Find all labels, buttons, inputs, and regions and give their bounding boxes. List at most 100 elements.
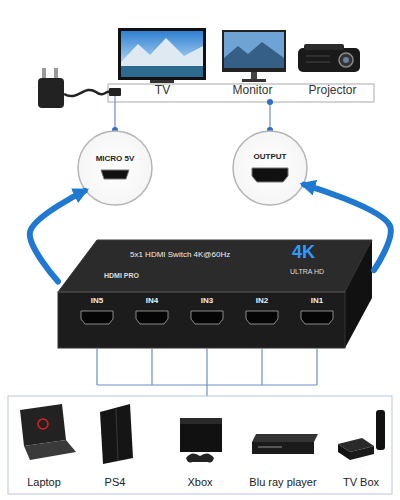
node-label: Xbox xyxy=(165,476,235,489)
hdmi-input-ports-part xyxy=(301,311,333,324)
node-label: ULTRA HD xyxy=(290,268,350,276)
tvbox-illustration xyxy=(338,410,385,460)
display-band-part xyxy=(108,84,374,102)
source-device: Laptop xyxy=(8,400,80,492)
tvbox-illustration-part xyxy=(376,410,385,450)
switch-body-part xyxy=(58,292,345,293)
node-label: MICRO 5V xyxy=(77,154,153,163)
input-bracket-part xyxy=(316,348,317,385)
laptop-illustration-part xyxy=(38,419,48,429)
node-label: Monitor xyxy=(215,84,290,98)
power-adapter xyxy=(38,68,121,108)
hdmi-input-ports-part xyxy=(136,311,168,324)
projector-illustration-part xyxy=(298,48,360,72)
leader-line-part xyxy=(269,102,270,130)
switch-body-part xyxy=(58,292,345,348)
micro-usb-port-part xyxy=(101,170,129,179)
node-label: TV xyxy=(115,84,210,98)
projector-illustration-part xyxy=(306,56,330,57)
xbox-illustration-part xyxy=(186,453,214,462)
hdmi-output-port-part xyxy=(252,168,288,182)
hdmi-input: IN1 xyxy=(295,296,339,334)
tvbox-illustration-part xyxy=(350,446,374,460)
tv-illustration-part xyxy=(118,28,206,80)
port-callout: OUTPUT xyxy=(232,130,308,206)
source-device: Xbox xyxy=(165,400,235,492)
tv-illustration-part xyxy=(121,31,203,77)
input-bracket-part xyxy=(206,348,207,385)
leader-line-part xyxy=(267,99,273,105)
node-label: Projector xyxy=(295,84,370,98)
callout-outline xyxy=(232,130,308,206)
power-adapter-part xyxy=(64,90,110,96)
display-device: TV xyxy=(115,22,210,100)
input-bracket xyxy=(97,348,317,396)
projector-illustration-part xyxy=(304,44,344,50)
projector-illustration-part xyxy=(343,57,349,63)
input-bracket-part xyxy=(96,348,97,385)
hdmi-switch: 5x1 HDMI Switch 4K@60HzHDMI PRO4KULTRA H… xyxy=(58,236,374,350)
node-label: Blu ray player xyxy=(238,476,328,489)
callout-outline xyxy=(77,130,153,206)
node-label: OUTPUT xyxy=(232,152,308,161)
node-label: HDMI PRO xyxy=(104,272,174,280)
hdmi-input: IN2 xyxy=(240,296,284,334)
input-bracket-part xyxy=(261,348,262,385)
tvbox-illustration-part xyxy=(338,444,350,460)
switch-body-part xyxy=(58,240,372,292)
display-band xyxy=(108,84,374,102)
bluray-illustration-part xyxy=(258,446,282,448)
callout-fill xyxy=(78,131,307,205)
tv-illustration-part xyxy=(121,38,203,66)
projector-illustration-part xyxy=(339,53,353,67)
laptop-illustration-part xyxy=(20,404,66,446)
port-callout: MICRO 5V xyxy=(77,130,153,206)
ps4-illustration xyxy=(100,404,133,464)
tv-illustration xyxy=(118,28,206,83)
source-device: TV Box xyxy=(330,400,392,492)
node-label: PS4 xyxy=(82,476,148,489)
laptop-illustration xyxy=(20,404,76,460)
switch-body xyxy=(58,240,372,348)
xbox-illustration-part xyxy=(180,418,222,424)
power-adapter-part xyxy=(42,68,46,79)
tv-illustration-part xyxy=(150,80,174,83)
node-label: TV Box xyxy=(330,476,392,489)
bluray-illustration-part xyxy=(252,434,318,442)
hdmi-input-ports-part xyxy=(81,311,113,324)
input-bracket-part xyxy=(151,348,152,385)
monitor-illustration-part xyxy=(224,42,284,68)
node-label: IN2 xyxy=(240,296,284,305)
ps4-illustration-part xyxy=(116,409,118,461)
callout-fill-part xyxy=(78,131,152,205)
source-band xyxy=(8,396,392,494)
leader-line-part xyxy=(114,96,115,130)
source-band-part xyxy=(8,396,392,494)
connector-arrow xyxy=(30,191,85,282)
tv-illustration-part xyxy=(121,66,203,77)
source-device: Blu ray player xyxy=(238,400,328,492)
monitor-illustration-part xyxy=(224,32,284,68)
hdmi-input-ports-part xyxy=(246,311,278,324)
node-label: IN4 xyxy=(130,296,174,305)
xbox-illustration xyxy=(180,418,222,463)
source-device: PS4 xyxy=(82,400,148,492)
hdmi-output-port xyxy=(252,168,288,182)
power-adapter-part xyxy=(109,88,121,96)
hdmi-input: IN5 xyxy=(75,296,119,334)
bluray-illustration xyxy=(252,434,318,454)
projector-illustration xyxy=(298,44,360,72)
monitor-illustration-part xyxy=(222,30,286,72)
node-label: Laptop xyxy=(8,476,80,489)
switch-body-part xyxy=(345,240,372,348)
bluray-illustration-part xyxy=(252,442,314,454)
monitor-illustration-part xyxy=(242,79,266,82)
node-label: 5x1 HDMI Switch 4K@60Hz xyxy=(130,250,280,259)
node-label: IN5 xyxy=(75,296,119,305)
callout-circle xyxy=(78,131,152,205)
callout-fill-part xyxy=(233,131,307,205)
connector-arrow xyxy=(304,185,391,271)
leader-line xyxy=(112,96,273,133)
